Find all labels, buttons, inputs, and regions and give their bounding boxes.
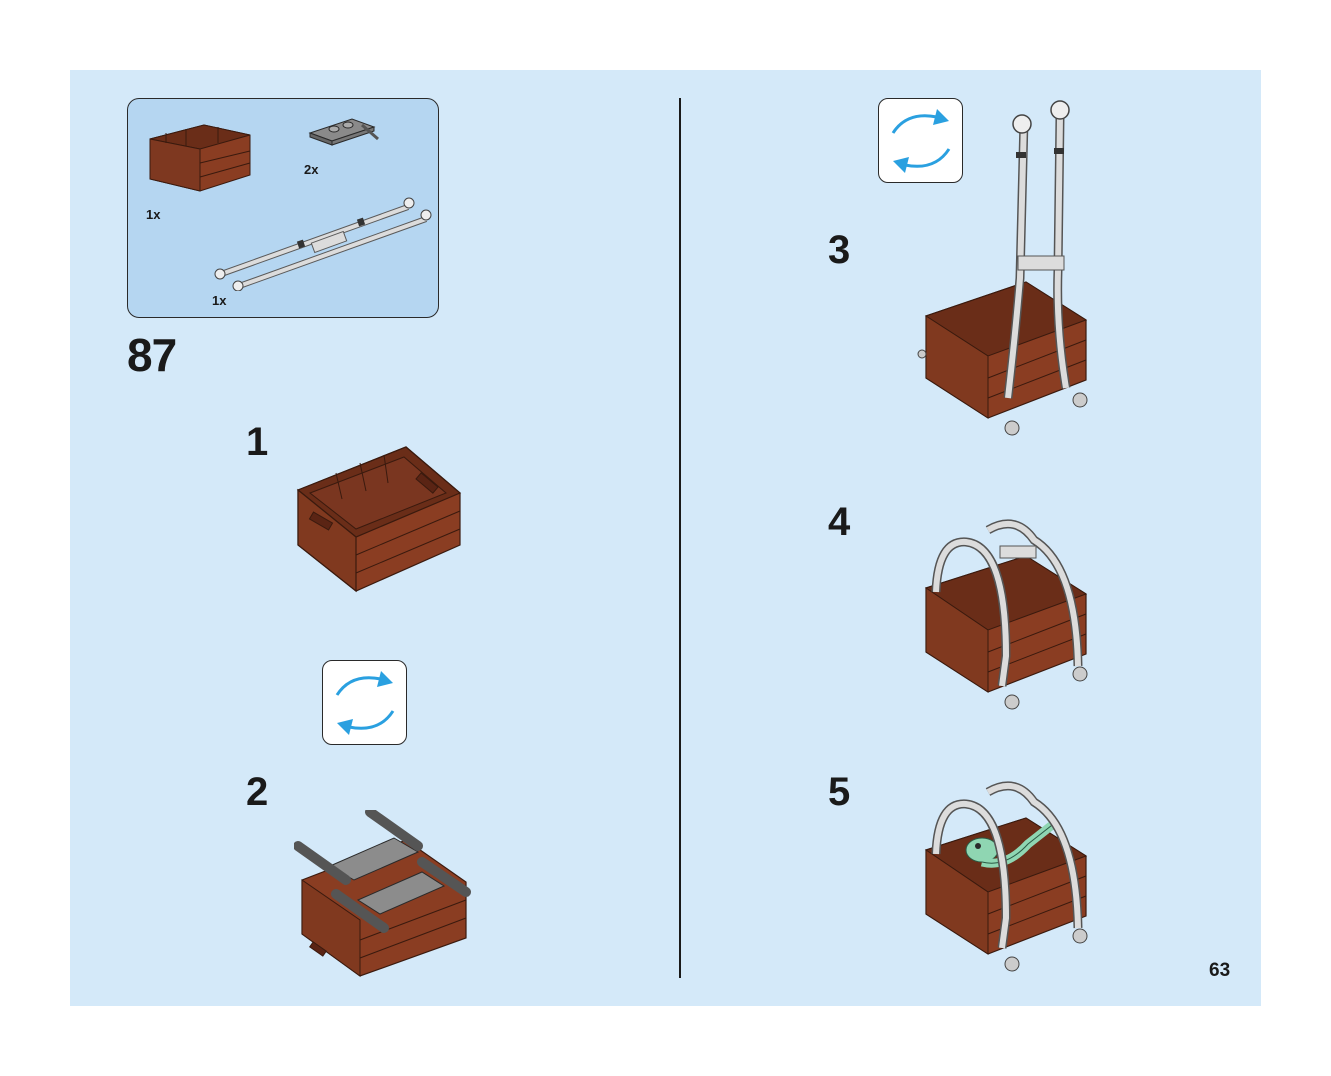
sub-step-5-label: 5 (828, 770, 850, 815)
rotate-model-icon (323, 661, 406, 744)
sub-step-3-label: 3 (828, 228, 850, 273)
sub-step-4-crate-image (916, 516, 1096, 716)
column-divider (679, 98, 681, 978)
pole-quantity: 1x (212, 293, 226, 308)
sub-step-1-label: 1 (246, 420, 268, 465)
rotate-callout-left (322, 660, 407, 745)
sub-step-3-crate-image (916, 98, 1096, 442)
step-number: 87 (127, 328, 176, 382)
plate-part-image (304, 111, 384, 151)
sub-step-2-label: 2 (246, 770, 268, 815)
crate-quantity: 1x (146, 207, 160, 222)
pole-part-image (208, 181, 438, 291)
page-number: 63 (1209, 960, 1230, 982)
instruction-page: 1x 2x 1x 87 1 (70, 70, 1261, 1006)
sub-step-2-crate-image (294, 810, 474, 978)
sub-step-5-crate-image (916, 778, 1096, 978)
dinosaur-figure (966, 838, 998, 862)
sub-step-1-crate-image (296, 445, 466, 593)
plate-quantity: 2x (304, 162, 318, 177)
sub-step-4-label: 4 (828, 500, 850, 545)
parts-callout: 1x 2x 1x (127, 98, 439, 318)
